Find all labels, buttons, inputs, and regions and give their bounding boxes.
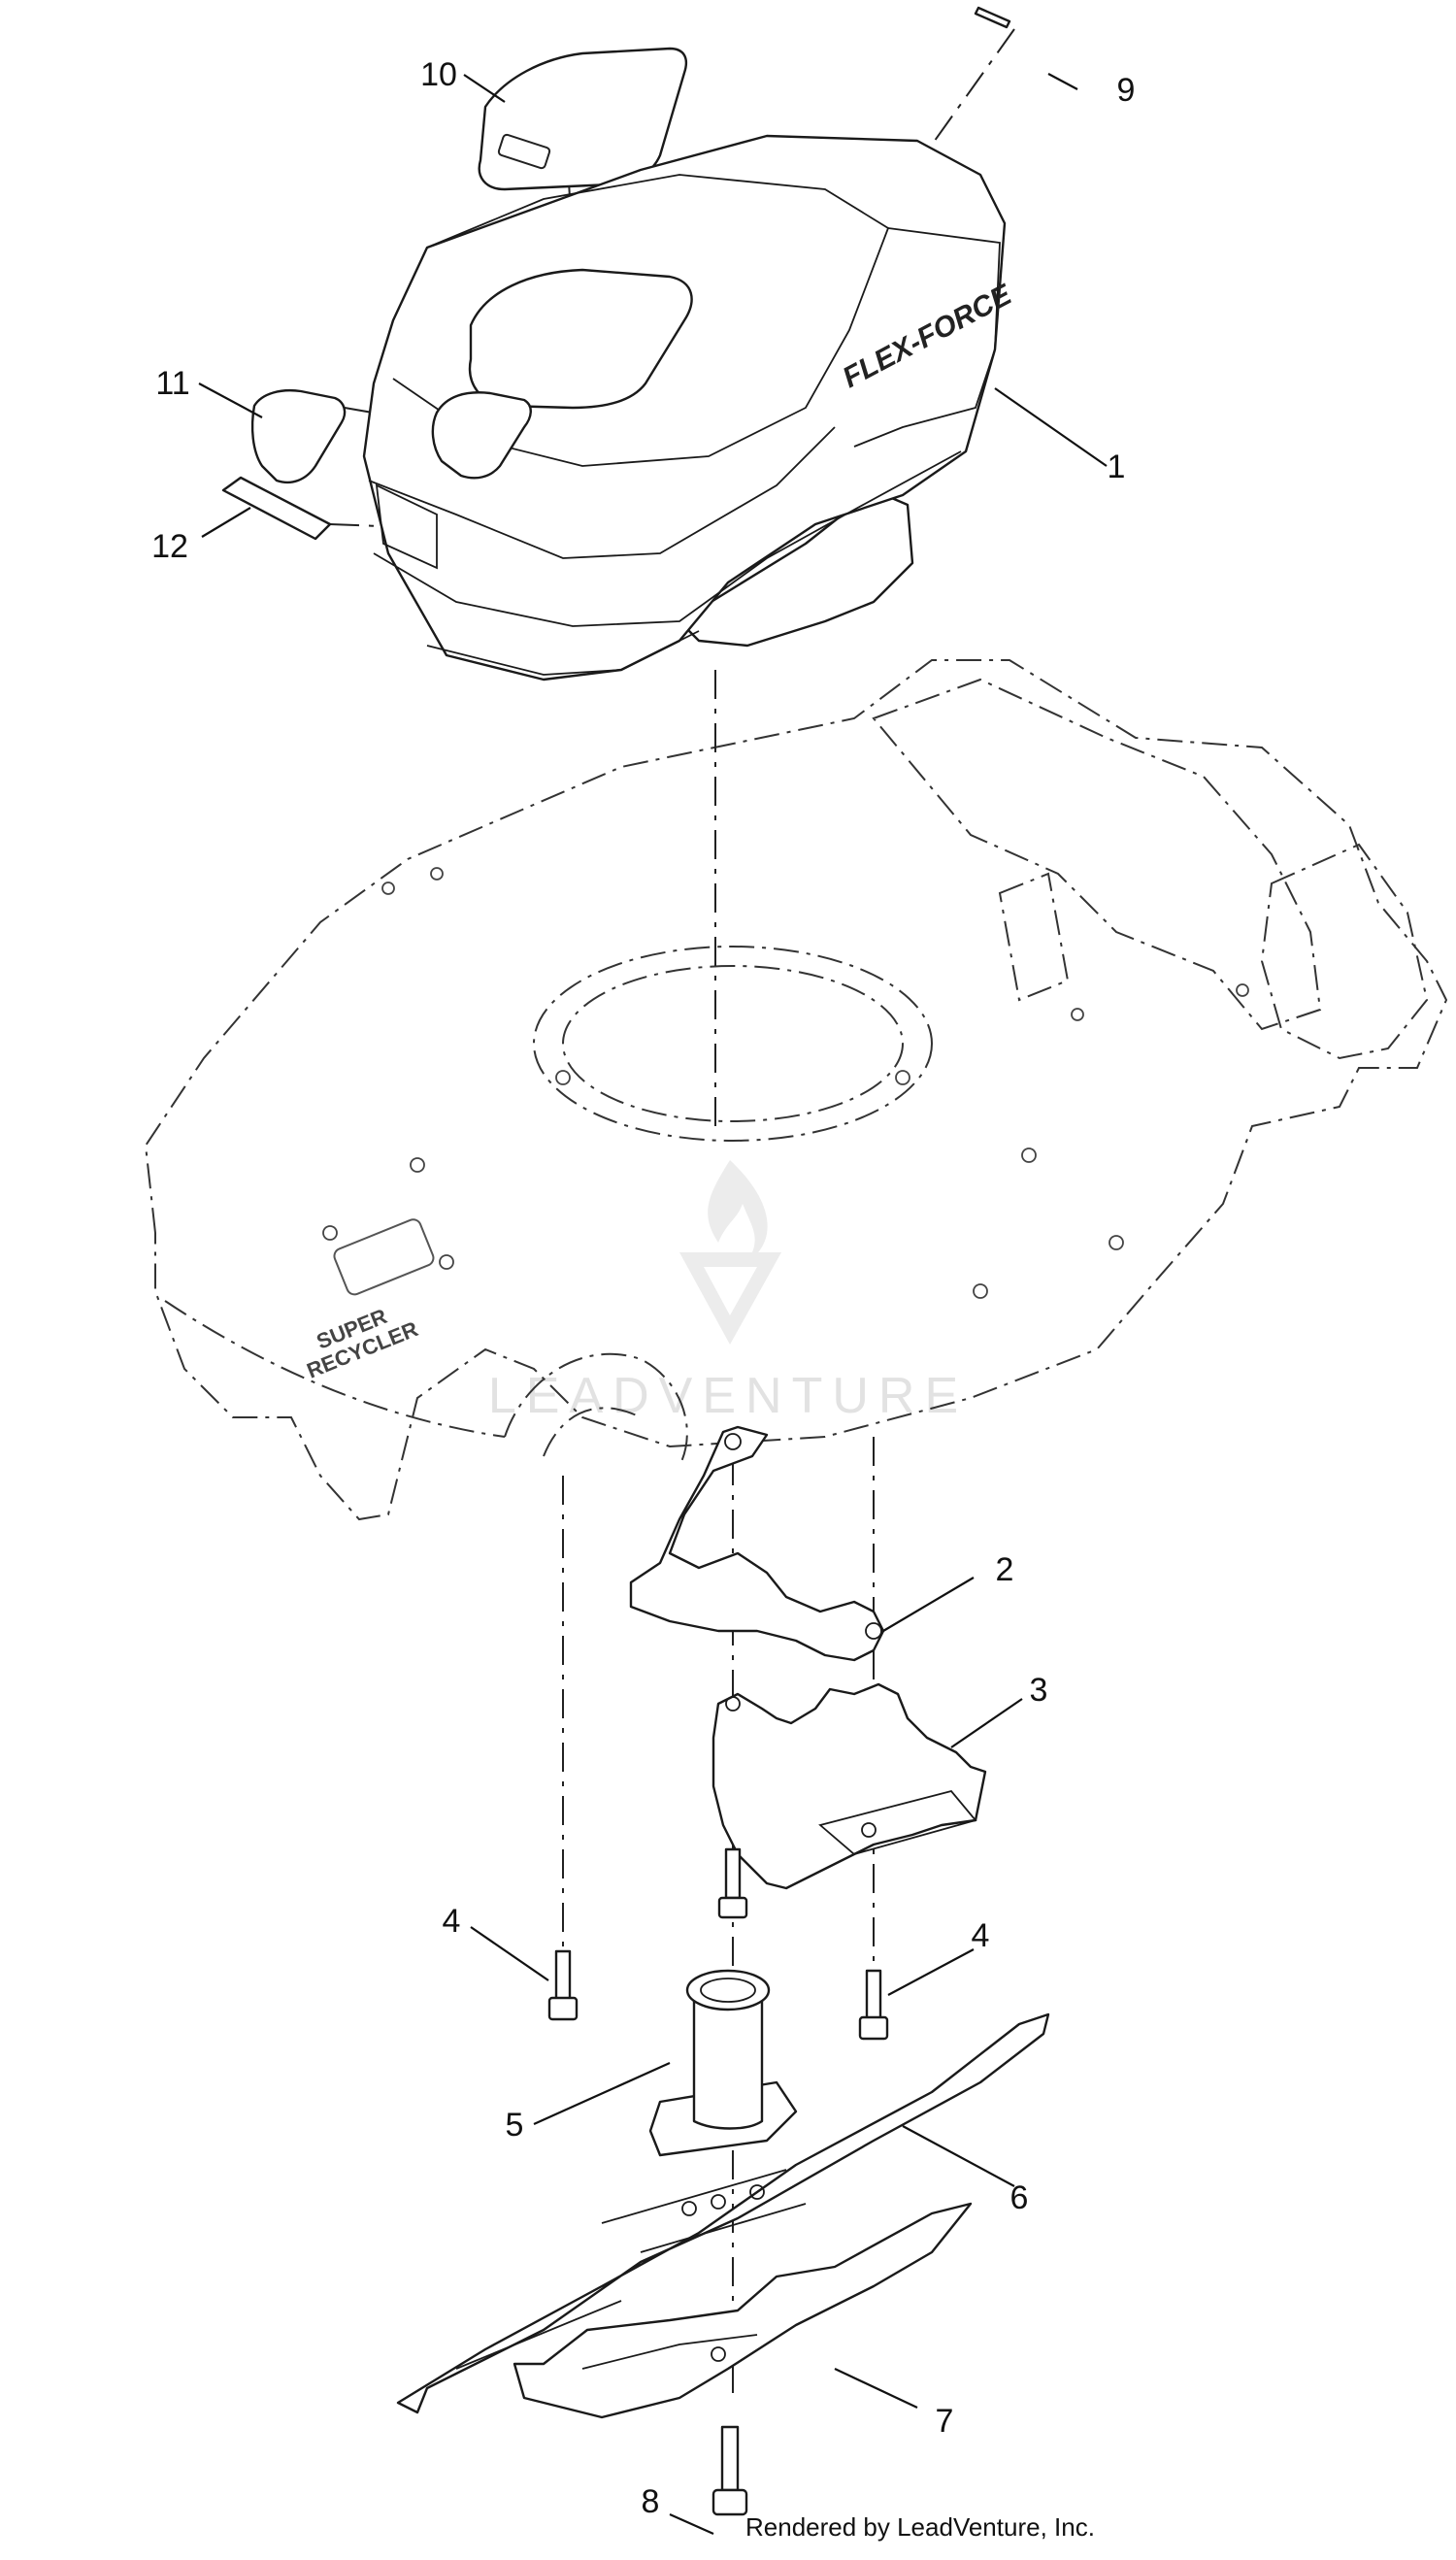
- deck-decal: SUPER RECYCLER: [304, 1218, 435, 1383]
- watermark-text: LEADVENTURE: [488, 1368, 968, 1424]
- part-12-strip-decal: [221, 476, 332, 541]
- engine-cover-body: [362, 134, 1007, 682]
- part-3-hole-2: [861, 1822, 877, 1838]
- callout-12: 12: [151, 528, 188, 565]
- deck-decal-logo-box: [333, 1218, 435, 1296]
- callout-2: 2: [996, 1551, 1014, 1588]
- watermark: LEADVENTURE: [488, 1160, 968, 1424]
- callout-3: 3: [1030, 1672, 1048, 1709]
- callout-labels: 9 10 1 11 12 2 3 4 4 5 6 7 8: [151, 56, 1135, 2520]
- deck-outline: [144, 659, 1448, 1521]
- engine-cover-lower-band: [373, 450, 962, 627]
- footer-credit: Rendered by LeadVenture, Inc.: [745, 2512, 1095, 2542]
- callout-1: 1: [1108, 449, 1126, 485]
- callout-4-right: 4: [972, 1917, 990, 1954]
- callout-11: 11: [155, 365, 189, 402]
- callout-4-left: 4: [443, 1903, 461, 1940]
- center-bolt: [717, 1847, 748, 1919]
- part-8-bolt: [711, 2425, 748, 2516]
- part-10-decal-logo: [497, 133, 551, 170]
- callout-9: 9: [1117, 72, 1136, 109]
- callout-5: 5: [506, 2107, 524, 2144]
- part-4-bolt-right: [858, 1969, 889, 2041]
- part-1-engine-cover: FLEX-FORCE: [362, 134, 1017, 682]
- part-5-blade-adapter: [648, 1969, 798, 2157]
- part-9-rod: [974, 6, 1011, 29]
- deck-front-wheel-arch: [504, 1352, 688, 1467]
- part-3-hole-1: [725, 1696, 741, 1712]
- deck-rear-wheel-mount: [1260, 843, 1429, 1060]
- callout-8: 8: [642, 2483, 660, 2520]
- watermark-v-icon: [679, 1252, 781, 1345]
- part-2-hole-top: [724, 1433, 742, 1450]
- part-7-mulching-blade: [513, 2202, 973, 2419]
- part-6-mower-blade: [396, 2012, 1050, 2414]
- deck-mount-holes: [322, 867, 1249, 1299]
- leader-lines: [198, 73, 1108, 2536]
- callout-10: 10: [420, 56, 457, 93]
- engine-cover-top-panel: [392, 174, 890, 467]
- engine-cover-skirt: [426, 630, 700, 676]
- part-2-baffle-bracket: [629, 1425, 885, 1662]
- engine-cover-front-face: [368, 426, 836, 559]
- engine-cover-front-window: [431, 391, 532, 480]
- part-3-lower-flange: [818, 1789, 977, 1855]
- engine-cover-front-recess: [375, 483, 438, 570]
- part-2-hole-end: [865, 1622, 882, 1640]
- part-3-baffle-plate: [711, 1682, 987, 1890]
- deck-center-ring-inner: [562, 965, 904, 1122]
- callout-7: 7: [936, 2403, 954, 2440]
- callout-6: 6: [1010, 2179, 1029, 2216]
- part-4-bolt-left: [547, 1949, 579, 2021]
- deck-rear-housing: [872, 678, 1322, 1031]
- watermark-flame-icon: [708, 1160, 768, 1262]
- engine-cover-side-panel: [853, 227, 1001, 448]
- part-11-side-decal: [250, 389, 347, 484]
- deck-side-bracket: [998, 872, 1070, 1002]
- deck-skirt-line: [164, 1300, 506, 1438]
- deck-front-wheel-arch-inner: [543, 1407, 642, 1457]
- part-10-top-decal: [478, 47, 688, 191]
- deck-center-ring-outer: [533, 946, 933, 1142]
